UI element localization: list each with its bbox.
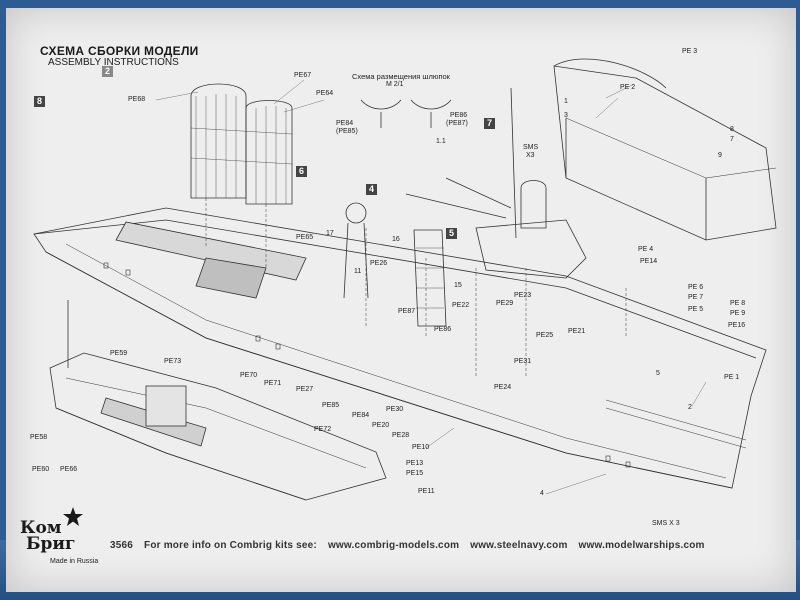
label-8: 8 [730,126,734,133]
title-english: ASSEMBLY INSTRUCTIONS [48,57,179,68]
label-scale: М 2/1 [386,81,404,88]
label-pe24: PE24 [494,384,512,391]
step-2-box: 2 [102,66,113,77]
label-pe7: PE 7 [688,294,704,301]
more-info-text: For more info on Combrig kits see: [144,540,317,551]
label-15: 15 [454,282,462,289]
step-6-box: 6 [296,166,307,177]
label-pe65: PE65 [296,234,314,241]
label-1: 1 [564,98,568,105]
label-pe66: PE66 [60,466,78,473]
label-4: 4 [540,490,544,497]
label-5: 5 [656,370,660,377]
label-pe72: PE72 [314,426,332,433]
step-5-box: 5 [446,228,457,239]
label-11: 11 [354,268,362,275]
label-pe87-paren: (PE87) [446,120,468,127]
step-8-box: 8 [34,96,45,107]
label-pe27: PE27 [296,386,314,393]
label-pe25: PE25 [536,332,554,339]
label-pe4: PE 4 [638,246,654,253]
made-in-russia: Made in Russia [50,558,99,565]
label-pe60: PE60 [32,466,50,473]
brand-line-1: Ком [20,518,62,538]
label-pe5: PE 5 [688,306,704,313]
label-pe28: PE28 [392,432,410,439]
website-steelnavy: www.steelnavy.com [470,540,568,551]
label-pe11: PE11 [418,488,435,495]
label-pe21: PE21 [568,328,586,335]
label-pe68: PE68 [128,96,146,103]
label-pe2: PE 2 [620,84,636,91]
label-pe59: PE59 [110,350,128,357]
label-pe29: PE29 [496,300,514,307]
website-modelwarships: www.modelwarships.com [578,540,705,551]
label-sms-x3: SMS X 3 [652,520,680,527]
label-pe86-top: PE86 [450,112,468,119]
label-pe6: PE 6 [688,284,704,291]
label-pe22: PE22 [452,302,470,309]
label-pe16: PE16 [728,322,746,329]
label-pe14: PE14 [640,258,658,265]
brand-line-2: Бриг [26,534,76,554]
label-pe64: PE64 [316,90,334,97]
label-pe73: PE73 [164,358,182,365]
label-17: 17 [326,230,334,237]
instruction-sheet: СХЕМА СБОРКИ МОДЕЛИ ASSEMBLY INSTRUCTION… [6,8,796,592]
label-7: 7 [730,136,734,143]
label-pe3: PE 3 [682,48,698,55]
label-pe67: PE67 [294,72,312,79]
label-1-1: 1.1 [436,138,446,145]
kit-code: 3566 [110,540,134,551]
label-x3-top: X3 [526,152,535,159]
label-3: 3 [564,112,568,119]
label-pe86: PE86 [434,326,452,333]
footer-bar: 3566 For more info on Combrig kits see: … [110,540,713,551]
label-pe23: PE23 [514,292,532,299]
label-pe85-paren: (PE85) [336,128,358,135]
label-pe8: PE 8 [730,300,746,307]
star-logo-icon [63,507,83,526]
label-pe20: PE20 [372,422,390,429]
label-pe31: PE31 [514,358,532,365]
label-boat-scheme: Схема размещения шлюпок [352,72,450,81]
label-pe26: PE26 [370,260,388,267]
assembly-drawing [33,58,777,501]
label-pe71: PE71 [264,380,282,387]
label-pe9: PE 9 [730,310,746,317]
label-pe70: PE70 [240,372,258,379]
title-russian: СХЕМА СБОРКИ МОДЕЛИ [40,44,199,58]
label-16: 16 [392,236,400,243]
step-4-box: 4 [366,184,377,195]
step-7-box: 7 [484,118,495,129]
label-pe30: PE30 [386,406,404,413]
label-pe84-top: PE84 [336,120,354,127]
label-sms-top: SMS [523,144,539,151]
label-pe15: PE15 [406,470,424,477]
label-2: 2 [688,404,692,411]
website-combrig: www.combrig-models.com [327,540,460,551]
label-pe84: PE84 [352,412,370,419]
label-9: 9 [718,152,722,159]
label-pe10: PE10 [412,444,430,451]
label-pe13: PE13 [406,460,424,467]
label-pe58: PE58 [30,434,48,441]
label-pe1: PE 1 [724,374,740,381]
label-pe87: PE87 [398,308,416,315]
label-pe85: PE85 [322,402,340,409]
